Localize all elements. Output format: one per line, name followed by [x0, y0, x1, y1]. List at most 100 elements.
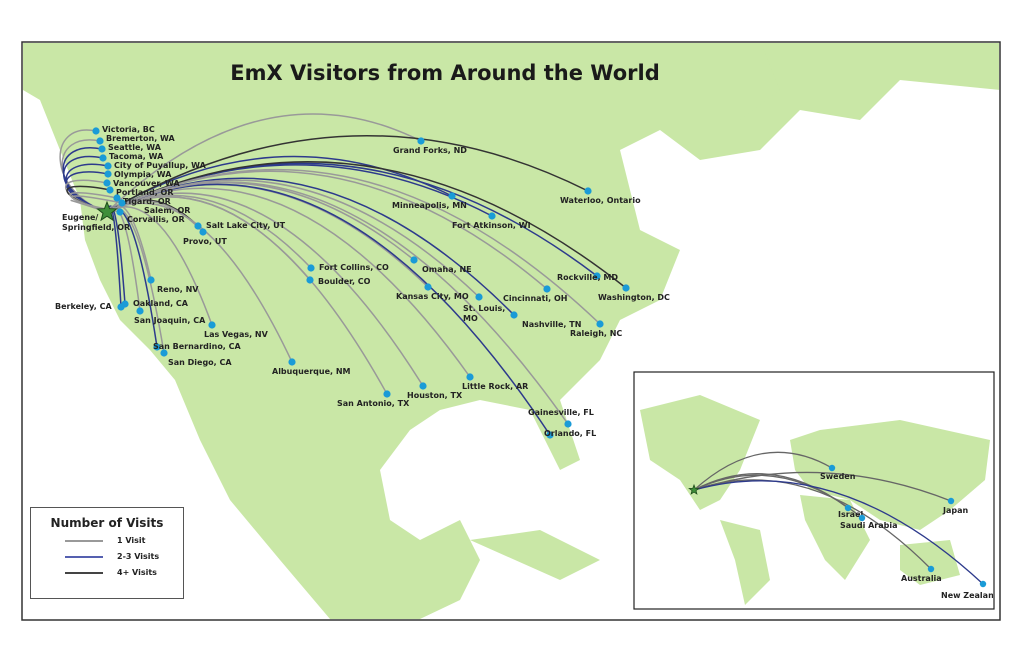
city-marker-berkeley-ca[interactable] — [117, 303, 125, 311]
city-marker-olympia-wa[interactable] — [104, 170, 112, 178]
city-label: San Antonio, TX — [337, 399, 410, 408]
city-label: Omaha, NE — [422, 265, 472, 274]
city-marker-tigard-or[interactable] — [113, 194, 121, 202]
legend-label: 1 Visit — [117, 536, 146, 545]
city-marker-san-antonio-tx[interactable] — [383, 390, 391, 398]
route-grand-forks-nd — [106, 113, 422, 213]
city-label: Tacoma, WA — [109, 152, 164, 161]
legend-item-4-plus-visits: 4+ Visits — [65, 568, 183, 577]
city-label: Gainesville, FL — [528, 408, 594, 417]
city-label: Berkeley, CA — [55, 302, 112, 311]
city-marker-new-zealand[interactable] — [979, 580, 987, 588]
city-marker-tacoma-wa[interactable] — [99, 154, 107, 162]
city-marker-japan[interactable] — [947, 497, 955, 505]
city-label: Kansas City, MO — [396, 292, 469, 301]
city-marker-victoria-bc[interactable] — [92, 127, 100, 135]
city-marker-little-rock-ar[interactable] — [466, 373, 474, 381]
city-label: Salt Lake City, UT — [206, 221, 286, 230]
city-marker-minneapolis-mn[interactable] — [448, 192, 456, 200]
city-label: Albuquerque, NM — [272, 367, 351, 376]
city-marker-sweden[interactable] — [828, 464, 836, 472]
city-marker-reno-nv[interactable] — [147, 276, 155, 284]
route-san-joaquin-ca — [106, 205, 141, 312]
city-marker-city-of-puyallup-wa[interactable] — [104, 162, 112, 170]
city-label: Vancouver, WA — [113, 179, 180, 188]
city-label: Bremerton, WA — [106, 134, 175, 143]
city-label: Boulder, CO — [318, 277, 371, 286]
city-marker-orlando-fl[interactable] — [564, 420, 572, 428]
route-waterloo-ontario — [106, 135, 589, 213]
country-label: New Zealand — [941, 591, 1000, 600]
city-label: Fort Atkinson, WI — [452, 221, 531, 230]
route-raleigh-nc — [106, 168, 601, 325]
city-marker-salem-or[interactable] — [118, 199, 126, 207]
city-marker-las-vegas-nv[interactable] — [208, 321, 216, 329]
city-marker-washington-dc[interactable] — [622, 284, 630, 292]
city-marker-raleigh-nc[interactable] — [596, 320, 604, 328]
city-marker-cincinnati-oh[interactable] — [543, 285, 551, 293]
city-label: Victoria, BC — [102, 125, 155, 134]
country-label: Sweden — [820, 472, 856, 481]
city-marker-corvallis-or[interactable] — [116, 208, 124, 216]
city-label: Washington, DC — [598, 293, 670, 302]
city-marker-rockville-md[interactable] — [593, 272, 601, 280]
city-marker-provo-ut[interactable] — [199, 228, 207, 236]
city-label: San Bernardino, CA — [153, 342, 242, 351]
city-marker-waterloo-ontario[interactable] — [584, 187, 592, 195]
city-marker-boulder-co[interactable] — [306, 276, 314, 284]
city-marker-fort-collins-co[interactable] — [307, 264, 315, 272]
city-label: Olympia, WA — [114, 170, 172, 179]
city-label: Oakland, CA — [133, 299, 189, 308]
city-label: Salem, OR — [144, 206, 190, 215]
city-marker-australia[interactable] — [927, 565, 935, 573]
city-label: Orlando, FL — [544, 429, 596, 438]
route-sweden — [693, 451, 833, 491]
star-icon — [96, 200, 118, 222]
city-marker-seattle-wa[interactable] — [98, 145, 106, 153]
city-marker-kansas-city-mo[interactable] — [424, 283, 432, 291]
route-washington-dc — [106, 161, 627, 289]
city-marker-san-joaquin-ca[interactable] — [136, 307, 144, 315]
country-label: Australia — [901, 574, 942, 583]
city-label: Las Vegas, NV — [204, 330, 269, 339]
origin-label-line2: Springfield, OR — [62, 223, 130, 232]
city-label: Reno, NV — [157, 285, 199, 294]
city-marker-israel[interactable] — [844, 504, 852, 512]
city-label: Portland, OR — [116, 188, 173, 197]
city-label: Cincinnati, OH — [503, 294, 567, 303]
route-san-antonio-tx — [106, 196, 388, 395]
legend-item-1-visit: 1 Visit — [65, 536, 183, 545]
legend-title: Number of Visits — [50, 516, 164, 530]
city-marker-albuquerque-nm[interactable] — [288, 358, 296, 366]
city-marker-vancouver-wa[interactable] — [103, 179, 111, 187]
route-gainesville-fl — [106, 183, 551, 436]
city-marker-salt-lake-city-ut[interactable] — [194, 222, 202, 230]
world-land — [640, 395, 990, 605]
city-label: City of Puyallup, WA — [114, 161, 207, 170]
city-marker-fort-atkinson-wi[interactable] — [488, 212, 496, 220]
city-marker-bremerton-wa[interactable] — [96, 137, 104, 145]
city-marker-grand-forks-nd[interactable] — [417, 137, 425, 145]
city-label: MO — [463, 314, 478, 323]
city-label: Provo, UT — [183, 237, 227, 246]
city-marker-st-louis-mo[interactable] — [475, 293, 483, 301]
route-houston-tx — [106, 192, 424, 387]
city-label: Grand Forks, ND — [393, 146, 467, 155]
city-marker-omaha-ne[interactable] — [410, 256, 418, 264]
city-marker-san-diego-ca[interactable] — [160, 349, 168, 357]
city-label: San Joaquin, CA — [134, 316, 206, 325]
city-marker-houston-tx[interactable] — [419, 382, 427, 390]
city-marker-san-bernardino-ca[interactable] — [153, 343, 161, 351]
city-label: Houston, TX — [407, 391, 463, 400]
route-new-zealand — [693, 480, 984, 585]
city-label: St. Louis, — [463, 304, 505, 313]
city-marker-portland-or[interactable] — [106, 186, 114, 194]
city-marker-saudi-arabia[interactable] — [858, 514, 866, 522]
origin-label-line1: Eugene/ — [62, 213, 98, 222]
city-label: Nashville, TN — [522, 320, 581, 329]
city-marker-gainesville-fl[interactable] — [546, 431, 554, 439]
city-marker-nashville-tn[interactable] — [510, 311, 518, 319]
